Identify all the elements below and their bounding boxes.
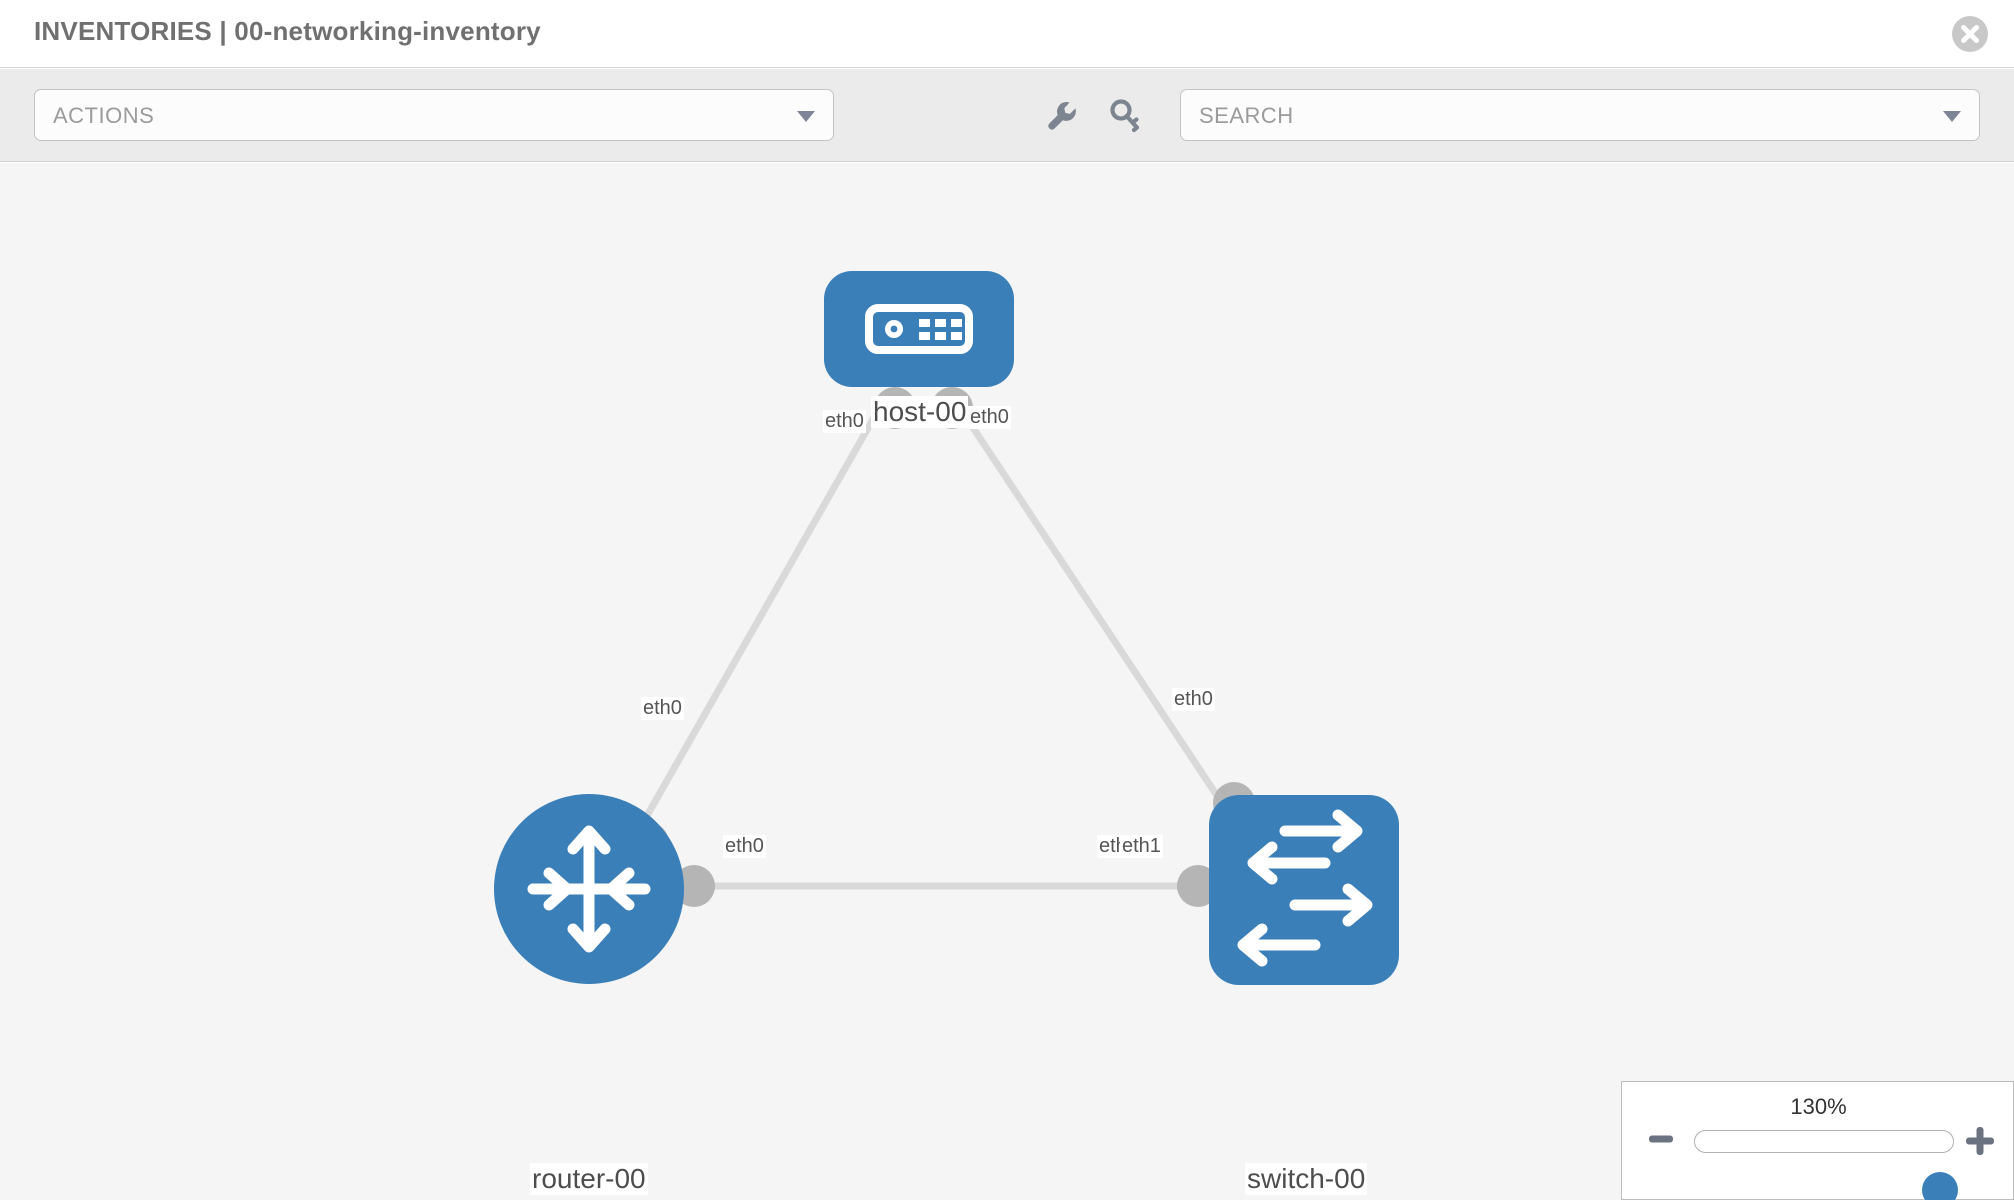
actions-dropdown-label: ACTIONS [53,103,155,128]
endpoints-layer [627,387,1255,907]
node-label-switch-00: switch-00 [1245,1163,1368,1195]
node-label-router-00: router-00 [530,1163,648,1195]
node-router-00[interactable] [494,794,684,984]
chevron-down-icon[interactable] [1943,111,1961,122]
search-placeholder: SEARCH [1199,103,1294,128]
link-host00-router00[interactable] [616,391,892,865]
node-switch-00[interactable] [1209,795,1399,985]
toolbar: ACTIONS SEARCH [0,69,2014,162]
node-label-host-00: host-00 [871,396,969,428]
actions-dropdown[interactable]: ACTIONS [34,89,834,141]
topology-canvas[interactable]: host-00 router-00 switch-00 eth0 eth0 et… [0,163,2014,1200]
switch-arrows-icon [1237,809,1373,967]
topology-graph [494,271,1399,985]
iface-label-router00-to-switch00: eth0 [723,835,766,858]
key-glyph [1110,99,1140,133]
endpoint-switch00-left[interactable] [1177,865,1219,907]
iface-label-host00-to-switch00: eth0 [968,406,1011,429]
link-host00-switch00[interactable] [947,391,1258,855]
zoom-control-panel: 130% [1621,1081,2014,1200]
wrench-glyph [1048,102,1076,130]
iface-label-switch00-to-host00: eth0 [1172,688,1215,711]
search-input[interactable]: SEARCH [1180,89,1980,141]
node-host-00[interactable] [824,271,1014,387]
iface-label-router00-to-host00: eth0 [641,697,684,720]
zoom-level-value: 130% [1790,1094,1847,1119]
iface-label-switch00-to-router00: eth1 [1120,835,1163,858]
zoom-slider-track[interactable] [1694,1130,1958,1200]
zoom-slider-handle[interactable] [1922,1172,1958,1200]
page-title: INVENTORIES | 00-networking-inventory [34,16,541,46]
page-header: INVENTORIES | 00-networking-inventory [0,0,2014,68]
plus-icon[interactable] [1965,1126,1995,1156]
server-icon [865,304,973,354]
router-arrows-icon [527,825,651,953]
close-icon[interactable] [1952,16,1988,52]
links-layer [616,391,1258,890]
wrench-icon[interactable] [1040,95,1082,137]
close-x-glyph [1961,25,1979,43]
key-icon[interactable] [1105,95,1147,137]
plus-glyph [1966,1127,1994,1155]
iface-label-host00-to-router00: eth0 [823,410,866,433]
minus-icon[interactable] [1648,1126,1674,1152]
chevron-down-icon [797,111,815,122]
minus-glyph [1649,1135,1673,1143]
